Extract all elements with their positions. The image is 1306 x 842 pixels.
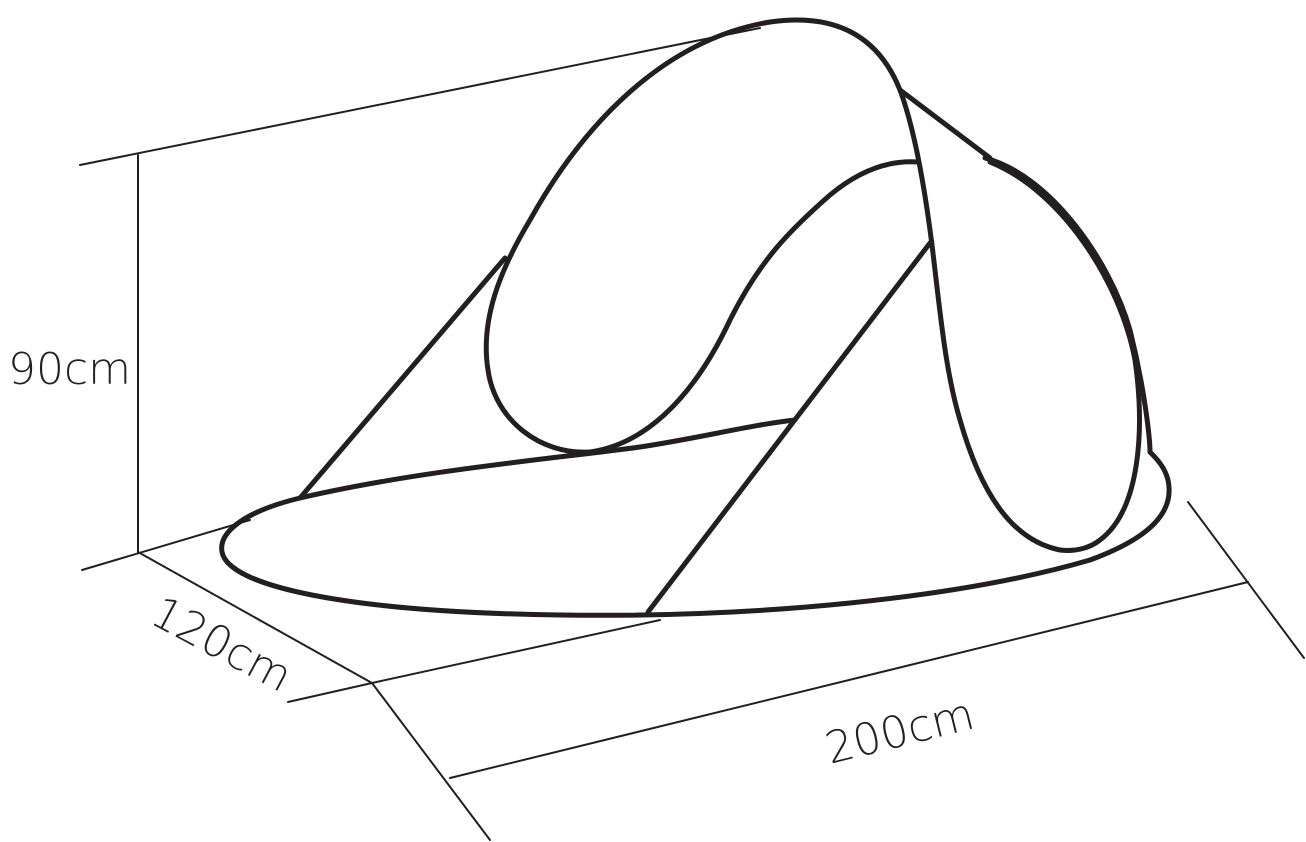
tent-illustration — [219, 17, 1172, 618]
floor-inner-line — [297, 417, 798, 501]
dimension-lines — [79, 27, 1305, 841]
depth-label: 120cm — [143, 587, 300, 703]
width-label: 200cm — [820, 689, 979, 775]
left-pole — [297, 255, 508, 501]
middle-pole — [645, 240, 933, 615]
front-arch — [483, 17, 903, 455]
height-bottom-line — [81, 519, 251, 571]
inner-wave — [587, 159, 921, 455]
width-left-extension — [371, 682, 491, 841]
depth-line — [137, 551, 373, 684]
depth-end-line — [287, 682, 373, 703]
width-dimension-line — [449, 581, 1249, 779]
height-top-line — [79, 27, 761, 166]
width-base-line — [371, 619, 661, 684]
height-label: 90cm — [8, 344, 131, 395]
width-right-extension — [1187, 501, 1305, 659]
tent-floor — [219, 449, 1172, 618]
back-panel-edge — [897, 87, 1063, 553]
back-connector — [897, 87, 993, 161]
back-arch — [982, 155, 1153, 455]
back-arch-inner — [987, 159, 1142, 553]
